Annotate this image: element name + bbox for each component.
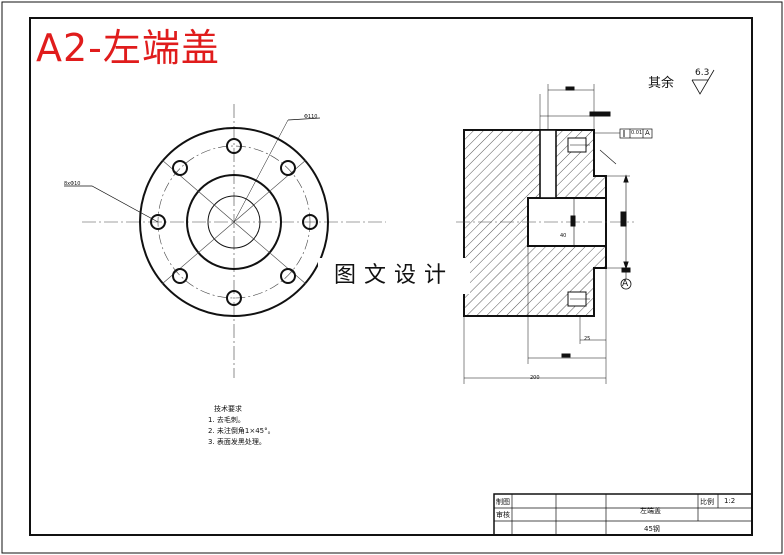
tolerance-value: 0.01 bbox=[631, 130, 643, 136]
section-view bbox=[456, 84, 653, 384]
watermark: 图文设计 bbox=[318, 258, 470, 294]
tech-req-heading: 技术要求 bbox=[214, 405, 242, 413]
hub-inner-circle bbox=[207, 195, 261, 249]
tb-scale-value: 1:2 bbox=[724, 497, 736, 505]
roughness-symbol bbox=[691, 69, 715, 95]
tolerance-frame bbox=[619, 128, 653, 139]
drawing-title: A2-左端盖 bbox=[36, 26, 220, 70]
tolerance-datum: A bbox=[645, 129, 650, 137]
tech-req-item-2: 2. 未注倒角1×45°。 bbox=[208, 427, 275, 435]
datum-label: A bbox=[622, 279, 629, 289]
tb-scale-label: 比例 bbox=[700, 498, 714, 506]
overall-dimension: 200 bbox=[530, 375, 540, 381]
tech-req-item-3: 3. 表面发黑处理。 bbox=[208, 438, 266, 446]
tb-checked-label: 审核 bbox=[496, 511, 510, 519]
tb-material: 45钢 bbox=[644, 525, 660, 533]
pcd-leader bbox=[287, 117, 321, 121]
bolt-hole bbox=[280, 160, 296, 176]
pcd-leader-2 bbox=[233, 119, 289, 223]
drawing-frame bbox=[29, 17, 753, 536]
tb-part-name: 左端盖 bbox=[640, 507, 661, 515]
bolt-hole bbox=[280, 268, 296, 284]
tech-req-item-1: 1. 去毛刺。 bbox=[208, 416, 245, 424]
pcd-dimension: Φ110 bbox=[304, 114, 318, 120]
bolt-hole bbox=[226, 138, 242, 154]
tb-drawn-label: 制图 bbox=[496, 498, 510, 506]
inner-dimension: 40 bbox=[560, 233, 567, 239]
technical-requirements: 技术要求 1. 去毛刺。 2. 未注倒角1×45°。 3. 表面发黑处理。 bbox=[208, 404, 275, 448]
bolt-hole bbox=[150, 214, 166, 230]
holes-leader bbox=[64, 185, 159, 223]
end-view bbox=[64, 104, 386, 378]
flange-outer-circle bbox=[139, 127, 329, 317]
bolt-hole bbox=[172, 268, 188, 284]
surface-finish-value: 6.3 bbox=[695, 68, 710, 78]
holes-dimension: 8xΦ10 bbox=[64, 181, 81, 187]
datum-circle bbox=[620, 278, 632, 290]
depth-dimension: 25 bbox=[584, 336, 591, 342]
bolt-hole bbox=[226, 290, 242, 306]
bolt-hole bbox=[302, 214, 318, 230]
title-block bbox=[493, 493, 753, 536]
surface-finish-label: 其余 bbox=[648, 76, 675, 91]
bolt-hole bbox=[172, 160, 188, 176]
top-slot bbox=[539, 129, 557, 199]
hub-outer-circle bbox=[186, 174, 282, 270]
